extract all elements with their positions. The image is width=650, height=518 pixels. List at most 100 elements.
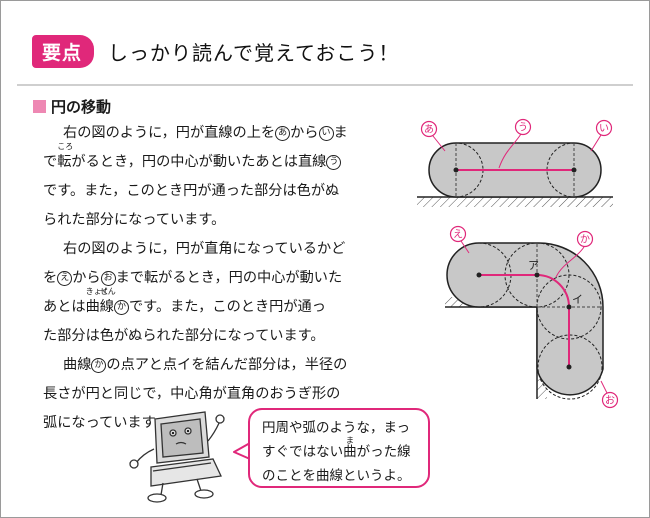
label-e: え bbox=[449, 225, 467, 243]
text-span: ま bbox=[333, 125, 348, 141]
text-line: 右の図のように，円が直角になっているかど bbox=[43, 235, 395, 264]
swept-region bbox=[446, 242, 604, 396]
text-span: られた部分になっています。 bbox=[43, 212, 226, 228]
text-span: あとは bbox=[43, 299, 86, 315]
computer-mascot-icon bbox=[129, 411, 225, 503]
bubble-line: のことを曲線というよ。 bbox=[262, 468, 411, 484]
ruby-base: 曲 bbox=[85, 299, 100, 315]
label-ka: か bbox=[576, 230, 594, 248]
ruby-word: 線せん bbox=[99, 287, 116, 315]
label-text: か bbox=[580, 234, 590, 246]
text-span: を bbox=[43, 270, 58, 286]
page-title: しっかり読んで覚えておこう！ bbox=[108, 40, 400, 65]
header-divider bbox=[17, 84, 633, 86]
text-span: 右の図のように，円が直角になっているかど bbox=[63, 241, 346, 257]
circled-label: か bbox=[91, 358, 107, 373]
text-span: まで転がるとき，円の中心が動いた bbox=[115, 270, 343, 286]
square-bullet-icon bbox=[33, 100, 46, 113]
label-i: い bbox=[595, 119, 613, 137]
center-point bbox=[476, 272, 482, 278]
text-span: すぐではない bbox=[262, 444, 344, 460]
ruby-word: 曲ま bbox=[343, 436, 357, 460]
label-u: う bbox=[514, 118, 532, 136]
section-title: 円の移動 bbox=[51, 98, 112, 116]
text-span: の点アと点イを結んだ部分は，半径の bbox=[106, 357, 348, 373]
center-point bbox=[453, 167, 459, 173]
label-text: う bbox=[518, 122, 528, 134]
ruby-reading: きょく bbox=[85, 287, 110, 296]
figure-straight-line: あ う い bbox=[417, 118, 613, 207]
label-circle bbox=[449, 225, 467, 243]
text-line: 曲線かの点アと点イを結んだ部分は，半径の bbox=[43, 351, 395, 380]
label-circle bbox=[420, 120, 438, 138]
leader-line bbox=[460, 240, 470, 254]
point-a-label: ア bbox=[528, 259, 539, 272]
text-line: で転 ころがるとき，円の中心が動いたあとは直線う bbox=[43, 142, 395, 177]
circled-label: い bbox=[318, 126, 334, 141]
ruby-reading: せん bbox=[99, 287, 116, 296]
circled-label: か bbox=[113, 300, 129, 315]
ruby-reading: ころ bbox=[57, 142, 74, 151]
label-circle bbox=[576, 230, 594, 248]
circled-label: お bbox=[100, 271, 116, 286]
text-line: をえからおまで転がるとき，円の中心が動いた bbox=[43, 264, 395, 293]
text-line: た部分は色がぬられた部分になっています。 bbox=[43, 322, 395, 351]
speech-bubble-tail bbox=[233, 442, 251, 460]
text-line: 弧になっています。 bbox=[43, 409, 395, 438]
circled-label: え bbox=[57, 271, 73, 286]
leader-line bbox=[590, 134, 602, 152]
text-span: から bbox=[290, 125, 319, 141]
text-span: 長さが円と同じで，中心角が直角のおうぎ形の bbox=[43, 386, 341, 402]
text-span: 右の図のように，円が直線の上を bbox=[63, 125, 276, 141]
label-a: あ bbox=[420, 120, 438, 138]
ruby-base: 転 bbox=[57, 154, 72, 170]
label-circle bbox=[514, 118, 532, 136]
text-line: 右の図のように，円が直線の上をあからいま bbox=[43, 119, 395, 148]
label-text: え bbox=[453, 229, 463, 241]
text-span: 曲線 bbox=[63, 357, 92, 373]
point-i bbox=[566, 304, 572, 310]
text-span: がるとき，円の中心が動いたあとは直線 bbox=[71, 154, 327, 170]
label-o: お bbox=[601, 391, 619, 409]
page-header: 要点 しっかり読んで覚えておこう！ bbox=[32, 34, 400, 68]
leader-line bbox=[555, 246, 585, 278]
text-line: です。また，このとき円が通った部分は色がぬ bbox=[43, 177, 395, 206]
label-text: い bbox=[599, 124, 609, 135]
key-point-badge: 要点 bbox=[32, 34, 95, 68]
bubble-line: すぐではない曲まがった線 bbox=[262, 436, 428, 464]
text-span: がった線 bbox=[356, 444, 411, 460]
point-i-label: イ bbox=[572, 293, 583, 306]
label-text: あ bbox=[424, 124, 434, 136]
leader-line bbox=[432, 135, 446, 152]
corner-wall bbox=[445, 306, 538, 399]
ruby-reading: ま bbox=[345, 436, 354, 445]
label-text: お bbox=[605, 395, 615, 407]
center-point bbox=[571, 167, 577, 173]
label-circle bbox=[595, 119, 613, 137]
text-span: で bbox=[43, 154, 58, 170]
text-line: 長さが円と同じで，中心角が直角のおうぎ形の bbox=[43, 380, 395, 409]
ruby-word: 転ころ bbox=[57, 142, 73, 170]
section-heading: 円の移動 bbox=[33, 96, 111, 117]
text-line: られた部分になっています。 bbox=[43, 206, 395, 235]
center-point bbox=[566, 364, 572, 370]
circled-label: う bbox=[326, 155, 342, 170]
ruby-base: 線 bbox=[99, 299, 114, 315]
ruby-word: 曲きょく bbox=[85, 287, 110, 315]
text-span: 弧になっています。 bbox=[43, 415, 169, 431]
bubble-line: 円周や弧のような，まっ bbox=[262, 420, 410, 436]
speech-bubble: 円周や弧のような，まっ すぐではない曲まがった線 のことを曲線というよ。 bbox=[248, 408, 430, 488]
text-span: です。また，このとき円が通った部分は色がぬ bbox=[43, 183, 340, 199]
text-span: から bbox=[72, 270, 101, 286]
circled-label: あ bbox=[275, 126, 291, 141]
ruby-base: 曲 bbox=[343, 444, 357, 460]
text-span: た部分は色がぬられた部分になっています。 bbox=[43, 328, 325, 344]
text-span: です。また，このとき円が通っ bbox=[128, 299, 326, 315]
explanation-text: 右の図のように，円が直線の上をあからいま で転ころがるとき，円の中心が動いたあと… bbox=[43, 119, 395, 438]
leader-line bbox=[498, 133, 522, 169]
point-a bbox=[534, 272, 540, 278]
figure-corner: ア イ え か お bbox=[445, 225, 619, 409]
ground-hatching bbox=[417, 197, 613, 207]
